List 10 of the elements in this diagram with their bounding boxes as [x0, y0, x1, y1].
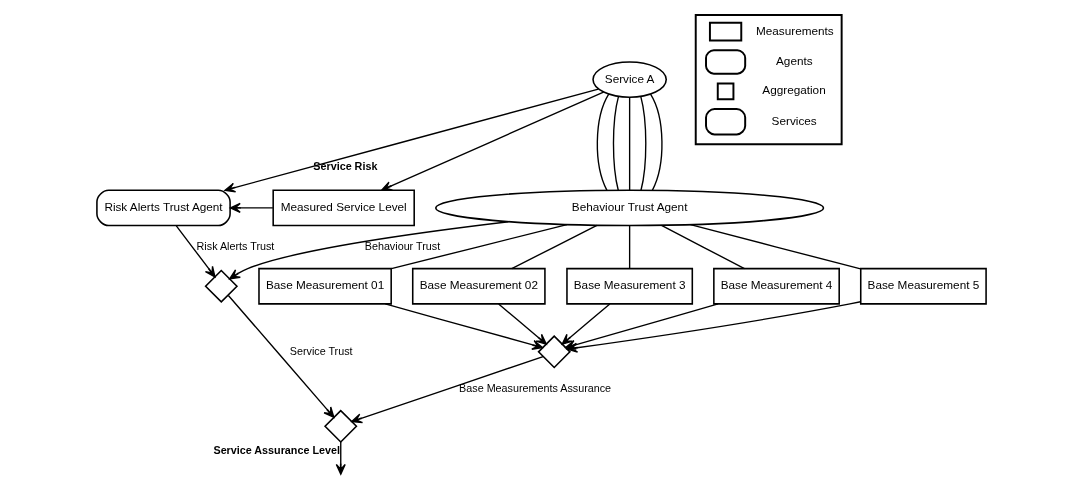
edge-label: Service Risk: [312, 160, 377, 173]
edge-label: Service Trust: [289, 344, 353, 357]
edge-label: Risk Alerts Trust: [196, 239, 274, 252]
legend-label: Measurements: [755, 23, 834, 37]
edge-label: Behaviour Trust: [364, 239, 440, 252]
legend-label: Aggregation: [761, 83, 826, 97]
legend-label: Services: [771, 113, 817, 127]
edge-label: Service Assurance Level: [212, 444, 340, 457]
edge-label: Base Measurements Assurance: [458, 381, 611, 394]
legend-label: Agents: [775, 54, 813, 68]
